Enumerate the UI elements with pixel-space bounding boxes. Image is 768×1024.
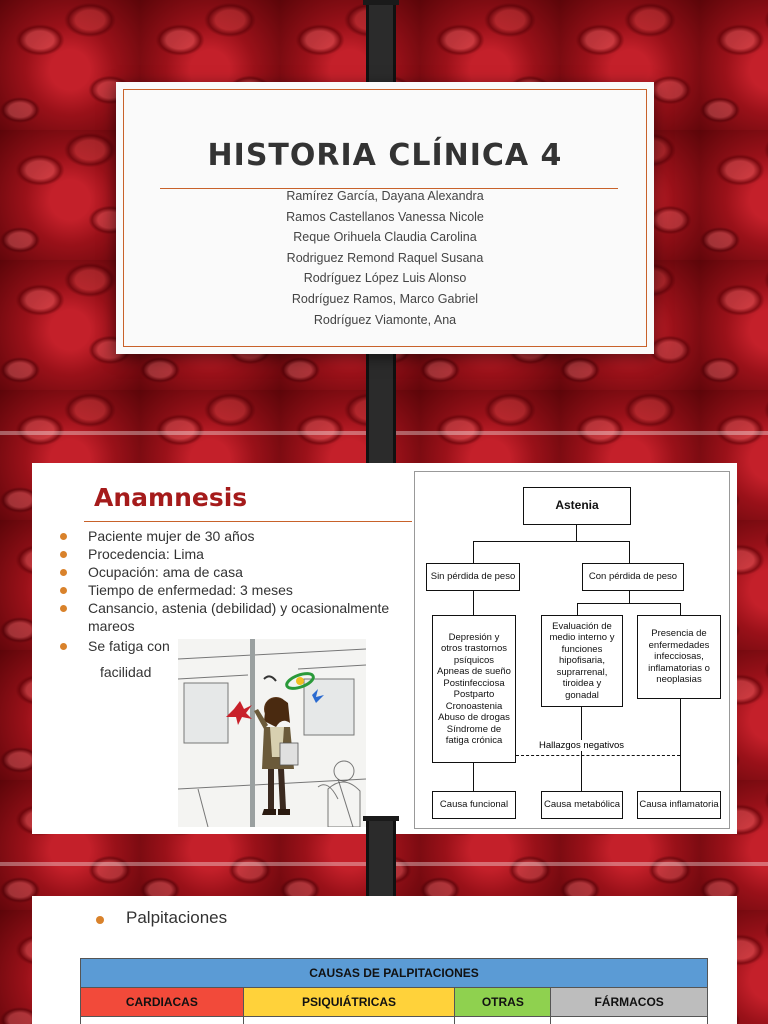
title-card: HISTORIA CLÍNICA 4 Ramírez García, Dayan…	[116, 82, 654, 354]
author-name: Rodríguez López Luis Alonso	[303, 271, 467, 286]
hanging-clip-bottom-2	[363, 816, 399, 906]
palpitations-card: Palpitaciones CAUSAS DE PALPITACIONES CA…	[32, 896, 737, 1024]
list-item: Procedencia: Lima	[58, 545, 408, 563]
astenia-flowchart: Astenia Sin pérdida de peso Con pérdida …	[414, 471, 730, 829]
hanging-clip-bottom	[363, 338, 399, 474]
bullet-icon	[60, 533, 67, 540]
list-item: Palpitaciones	[96, 908, 228, 928]
flow-root-astenia: Astenia	[523, 487, 631, 525]
flow-box-functional-causes: Depresión y otros trastornos psíquicos A…	[432, 615, 516, 763]
flow-box-inflammatory-conditions: Presencia de enfermedades infecciosas, i…	[637, 615, 721, 699]
author-name: Ramírez García, Dayana Alexandra	[286, 189, 484, 203]
author-list: Ramírez García, Dayana Alexandra Ramos C…	[116, 186, 654, 330]
anamnesis-divider	[84, 521, 412, 522]
negative-findings-label: Hallazgos negativos	[537, 740, 627, 751]
author-name: Rodríguez Viamonte, Ana	[313, 312, 457, 327]
list-item: Cansancio, astenia (debilidad) y ocasion…	[58, 599, 408, 635]
negative-findings-arrow	[516, 755, 680, 756]
flow-box-weight-loss: Con pérdida de peso	[582, 563, 684, 591]
flow-outcome-functional: Causa funcional	[432, 791, 516, 819]
list-item: Ocupación: ama de casa	[58, 563, 408, 581]
flow-outcome-inflammatory: Causa inflamatoria	[637, 791, 721, 819]
list-item: Tiempo de enfermedad: 3 meses	[58, 581, 408, 599]
bullet-icon	[60, 551, 67, 558]
anamnesis-title: Anamnesis	[94, 483, 248, 512]
flow-box-no-weight-loss: Sin pérdida de peso	[426, 563, 520, 591]
bullet-icon	[60, 643, 67, 650]
author-name: Rodríguez Ramos, Marco Gabriel	[291, 291, 479, 306]
table-header-row: CARDIACAS PSIQUIÁTRICAS OTRAS FÁRMACOS	[80, 987, 708, 1017]
table-title: CAUSAS DE PALPITACIONES	[80, 958, 708, 988]
slide-title: HISTORIA CLÍNICA 4	[207, 138, 563, 173]
author-name: Reque Orihuela Claudia Carolina	[293, 230, 477, 245]
anamnesis-bullet-list: Paciente mujer de 30 años Procedencia: L…	[58, 527, 408, 681]
column-header-farmacos: FÁRMACOS	[550, 987, 708, 1017]
column-header-otras: OTRAS	[454, 987, 552, 1017]
title-divider	[160, 188, 618, 189]
bullet-icon	[60, 587, 67, 594]
column-header-psiquiatricas: PSIQUIÁTRICAS	[242, 987, 456, 1017]
title-frame	[123, 89, 647, 347]
bullet-icon	[60, 605, 67, 612]
flow-box-metabolic-evaluation: Evaluación de medio interno y funciones …	[541, 615, 623, 707]
list-item: Paciente mujer de 30 años	[58, 527, 408, 545]
table-row	[80, 1016, 708, 1024]
author-name: Ramos Castellanos Vanessa Nicole	[286, 209, 484, 224]
palpitations-label: Palpitaciones	[126, 908, 228, 927]
bullet-icon	[60, 569, 67, 576]
bullet-icon	[96, 916, 104, 924]
column-header-cardiacas: CARDIACAS	[80, 987, 244, 1017]
flow-outcome-metabolic: Causa metabólica	[541, 791, 623, 819]
bullet-continuation: facilidad	[100, 664, 152, 680]
palpitation-causes-table: CAUSAS DE PALPITACIONES CARDIACAS PSIQUI…	[80, 958, 708, 1024]
tired-woman-bus-illustration	[178, 639, 366, 827]
author-name: Rodriguez Remond Raquel Susana	[286, 250, 484, 265]
